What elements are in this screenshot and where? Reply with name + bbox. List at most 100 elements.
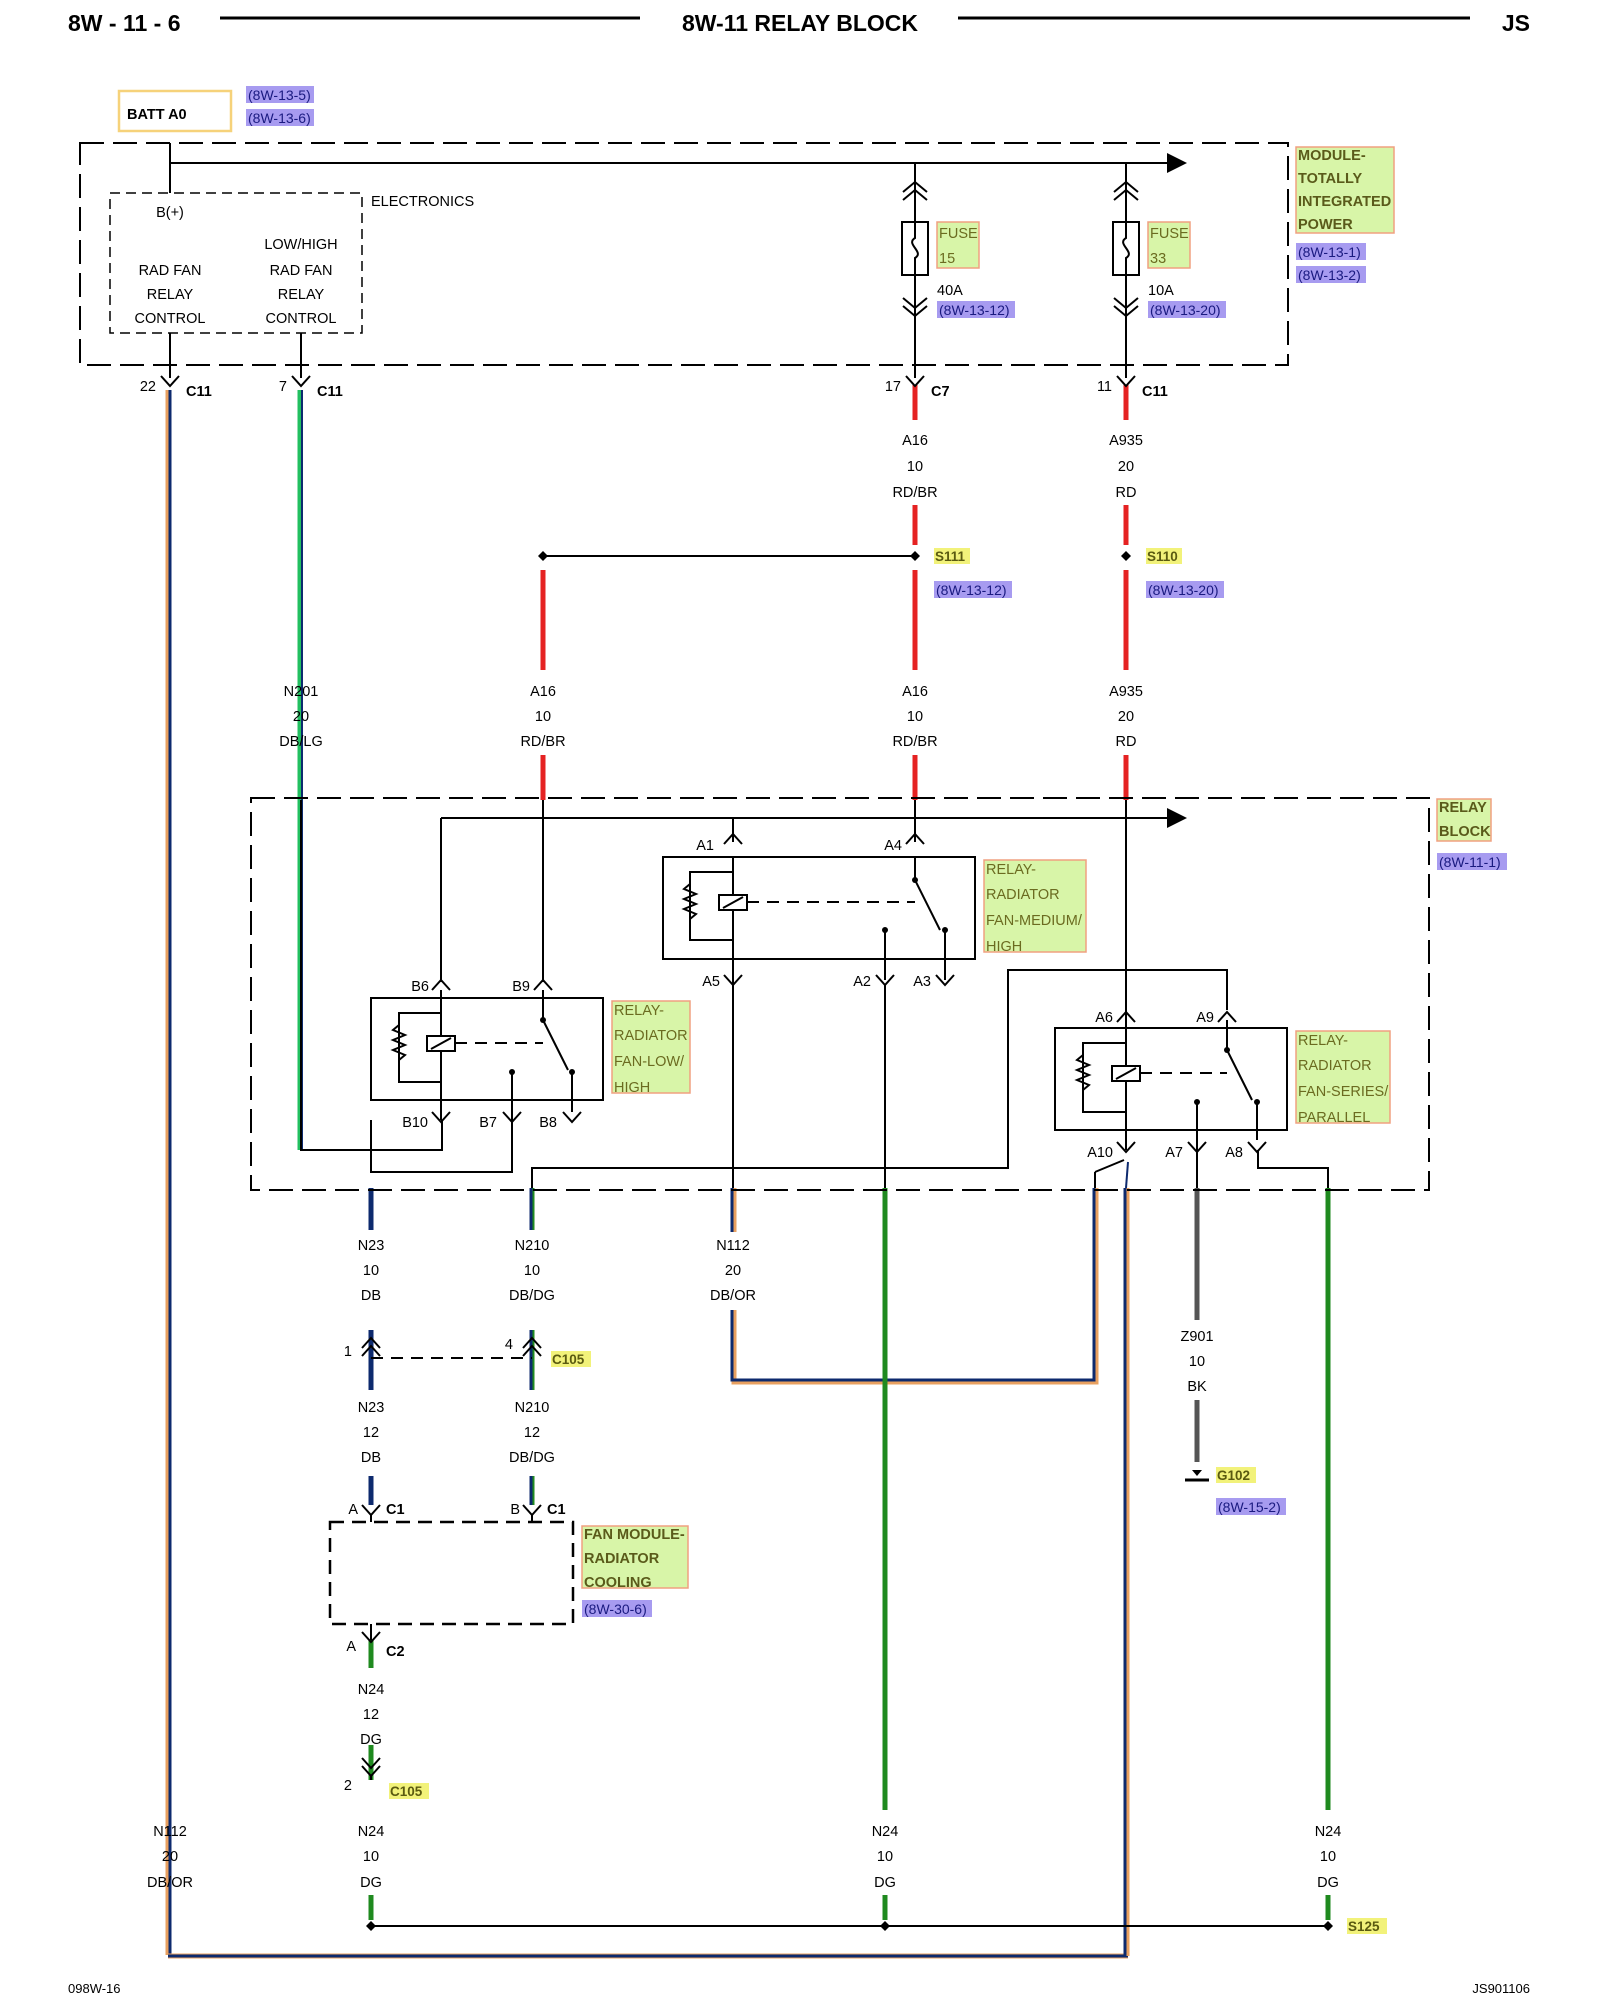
fuse-15-label: FUSE: [939, 226, 978, 242]
footer-left: 098W-16: [68, 1981, 121, 1996]
relay-pin: A3: [913, 974, 931, 990]
splice-s125: S125: [366, 1918, 1387, 1934]
fuse-33-rating: 10A: [1148, 283, 1174, 299]
relay-block: RELAY BLOCK (8W-11-1): [250, 797, 1507, 1191]
tipm-name: INTEGRATED: [1298, 194, 1391, 210]
connector-pin: A: [346, 1639, 356, 1655]
relay-pin: B7: [479, 1115, 497, 1131]
relay-pin: B6: [411, 979, 429, 995]
wire-circuit: A935: [1109, 433, 1143, 449]
wire-color: RD/BR: [892, 734, 937, 750]
fan-module: A C1 B C1 A C2 FAN MODULE- RADIATOR COOL…: [328, 1502, 689, 1660]
model-code: JS: [1502, 10, 1530, 36]
wire-gauge: 12: [363, 1425, 379, 1441]
relay-pin: A9: [1196, 1010, 1214, 1026]
connector-c105-bottom: 2 C105: [344, 1757, 429, 1799]
electronics-label: ELECTRONICS: [371, 194, 474, 210]
fan-module-ref[interactable]: (8W-30-6): [584, 1601, 647, 1617]
wire-color: DB/OR: [147, 1875, 193, 1891]
relay-block-name: RELAY: [1439, 800, 1487, 816]
pin-number: 11: [1097, 379, 1112, 395]
relay-name: HIGH: [986, 939, 1022, 955]
fuse-15-number: 15: [939, 251, 955, 267]
batt-ref[interactable]: (8W-13-6): [248, 110, 311, 126]
wire-gauge: 10: [1189, 1354, 1205, 1370]
pin-number: 7: [279, 379, 287, 395]
wire-gauge: 10: [907, 459, 923, 475]
relay-pin: A1: [696, 838, 714, 854]
fuse-15-ref[interactable]: (8W-13-12): [939, 302, 1010, 318]
wire-circuit: N24: [872, 1824, 899, 1840]
relay-pin: B10: [402, 1115, 428, 1131]
tipm-module: ELECTRONICS B(+) RAD FAN RELAY CONTROL L…: [79, 142, 1395, 378]
tipm-name: POWER: [1298, 217, 1353, 233]
relay-block-ref[interactable]: (8W-11-1): [1439, 854, 1501, 870]
connector-c105-top: 1 4 C105: [344, 1336, 591, 1367]
wire-circuit: Z901: [1180, 1329, 1213, 1345]
wire-gauge: 10: [363, 1263, 379, 1279]
splice-ref[interactable]: (8W-13-20): [1148, 582, 1219, 598]
page-number: 8W - 11 - 6: [68, 10, 180, 36]
wire-gauge: 10: [1320, 1849, 1336, 1865]
wire-color: DB: [361, 1450, 381, 1466]
rad-fan-control-label: CONTROL: [135, 311, 206, 327]
relay-name: RELAY-: [986, 862, 1036, 878]
relay-pin: A7: [1165, 1145, 1183, 1161]
connector-label: C105: [552, 1352, 585, 1367]
connector-label: C11: [186, 384, 212, 400]
relay-name: FAN-LOW/: [614, 1054, 685, 1070]
wire-color: DB/LG: [279, 734, 323, 750]
relay-medium-high: A1 A4 A5 A2 A3 RELAY- RADIATOR FAN-MEDIU…: [662, 832, 1087, 990]
pin-number: 22: [140, 379, 156, 395]
wire-color: RD/BR: [520, 734, 565, 750]
relay-name: HIGH: [614, 1080, 650, 1096]
tipm-name: MODULE-: [1298, 148, 1366, 164]
splice-s111: S111 (8W-13-12): [538, 548, 1012, 598]
wire-color: DG: [360, 1875, 382, 1891]
low-high-control-label: RELAY: [278, 287, 325, 303]
tipm-ref[interactable]: (8W-13-1): [1298, 244, 1361, 260]
fuse-33-label: FUSE: [1150, 226, 1189, 242]
wire-circuit: N23: [358, 1400, 385, 1416]
relay-pin: A4: [884, 838, 902, 854]
wire-circuit: N24: [358, 1824, 385, 1840]
connector-label: C11: [317, 384, 343, 400]
connector-pin: 2: [344, 1778, 352, 1794]
connector-pin: B: [510, 1502, 520, 1518]
connector-label: C7: [931, 384, 950, 400]
fuse-33-ref[interactable]: (8W-13-20): [1150, 302, 1221, 318]
splice-label: S110: [1147, 549, 1178, 564]
low-high-control-label: LOW/HIGH: [264, 237, 337, 253]
wire-color: DB/OR: [710, 1288, 756, 1304]
wire-color: RD/BR: [892, 485, 937, 501]
ground-ref[interactable]: (8W-15-2): [1218, 1499, 1281, 1515]
header: 8W - 11 - 6 8W-11 RELAY BLOCK JS: [68, 10, 1530, 36]
splice-label: S111: [935, 549, 966, 564]
tipm-name: TOTALLY: [1298, 171, 1363, 187]
wire-gauge: 20: [293, 709, 309, 725]
wire-circuit: N210: [515, 1238, 550, 1254]
wire-color: DB: [361, 1288, 381, 1304]
relay-pin: A6: [1095, 1010, 1113, 1026]
relay-name: RADIATOR: [986, 887, 1060, 903]
wire-circuit: N112: [153, 1824, 187, 1840]
relay-name: RADIATOR: [1298, 1058, 1372, 1074]
tipm-ref[interactable]: (8W-13-2): [1298, 267, 1361, 283]
fan-module-name: FAN MODULE-: [584, 1527, 685, 1543]
footer-right: JS901106: [1472, 1981, 1530, 1996]
connector-label: C11: [1142, 384, 1168, 400]
wire-circuit: N24: [358, 1682, 385, 1698]
fuse-33: FUSE 33 10A (8W-13-20): [1112, 163, 1226, 378]
wire-gauge: 12: [524, 1425, 540, 1441]
relay-pin: B8: [539, 1115, 557, 1131]
batt-ref[interactable]: (8W-13-5): [248, 87, 311, 103]
wire-color: DB/DG: [509, 1288, 555, 1304]
wire-circuit: N210: [515, 1400, 550, 1416]
splice-ref[interactable]: (8W-13-12): [936, 582, 1007, 598]
wire-color: DG: [360, 1732, 382, 1748]
batt-a0: BATT A0 (8W-13-5) (8W-13-6): [117, 86, 314, 133]
wire-circuit: A935: [1109, 684, 1143, 700]
pin-number: 17: [885, 379, 901, 395]
wire-color: RD: [1116, 485, 1137, 501]
wire-color: DB/DG: [509, 1450, 555, 1466]
